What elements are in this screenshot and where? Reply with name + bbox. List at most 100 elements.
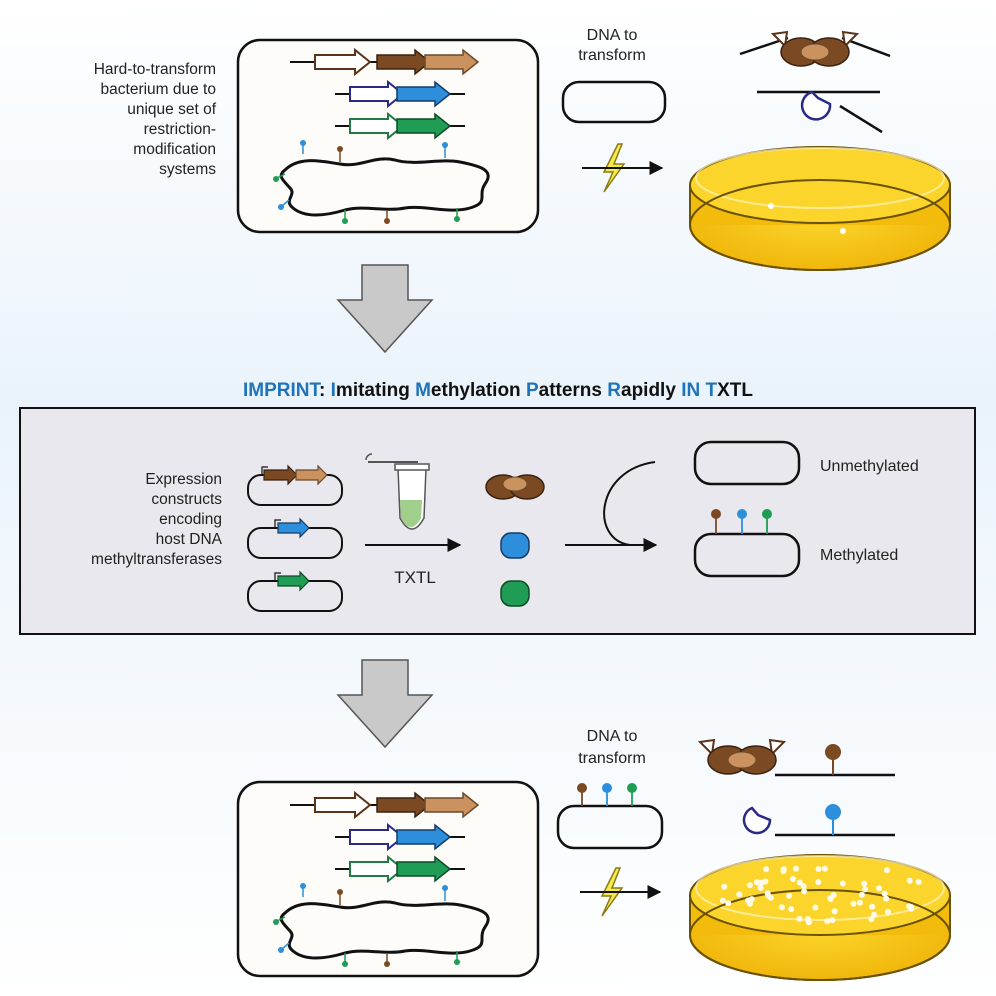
bottom-electroporation (580, 867, 662, 917)
constructs-label-line-1: Expression (145, 471, 222, 488)
bottom-methylated-plasmid (556, 804, 664, 850)
constructs-label-line-4: host DNA (156, 531, 223, 548)
colony (780, 866, 787, 873)
colony (829, 917, 836, 924)
restriction-enzyme-icon (772, 31, 858, 67)
colony (736, 891, 743, 898)
colony (747, 882, 753, 889)
unmethylated-plasmid: Unmethylated (693, 440, 919, 486)
colony (869, 903, 876, 910)
title-part: R (607, 380, 621, 401)
colony (821, 865, 828, 872)
title-part: I (331, 380, 336, 401)
colony (883, 867, 890, 874)
colony (862, 886, 869, 893)
host-label-line-6: systems (159, 161, 216, 178)
colony (796, 915, 803, 922)
methylation-process (565, 461, 658, 552)
green-methyltransferase (500, 580, 530, 607)
bottom-dna-label-line-1: DNA to (587, 728, 638, 745)
colony (868, 916, 875, 923)
colony (725, 900, 732, 907)
colonies (719, 865, 922, 926)
methylated-plasmid: Methylated (693, 509, 898, 578)
constructs-label-line-2: constructs (151, 491, 222, 508)
colony (824, 918, 831, 925)
colony (796, 879, 803, 886)
top-dna-label-line-2: transform (578, 47, 646, 64)
title-part: apidly (621, 380, 681, 401)
colony (883, 895, 890, 902)
title-part: IN T (681, 380, 717, 401)
colony (793, 865, 799, 872)
top-restriction-enzymes (739, 31, 891, 134)
colony (801, 888, 808, 895)
top-dna-to-transform: DNA to transform (561, 27, 667, 124)
colony (871, 911, 878, 918)
colony (861, 880, 868, 887)
txtl-label: TXTL (394, 568, 436, 587)
top-petri-dish (689, 146, 951, 271)
constructs-label-line-5: methyltransferases (91, 551, 222, 568)
pacman-enzyme-icon (800, 90, 832, 121)
colony (850, 900, 857, 907)
top-host-cell (236, 38, 540, 234)
title-part: P (526, 380, 539, 401)
bottom-petri-dish (689, 854, 951, 981)
colony (800, 883, 807, 890)
methylated-label: Methylated (820, 547, 898, 564)
blue-methyltransferase (500, 532, 530, 559)
colony (815, 879, 822, 886)
colony (762, 878, 769, 885)
colony (815, 866, 822, 872)
bottom-dna-label-line-2: transform (578, 750, 646, 767)
bottom-restriction-enzyme-icon (699, 739, 785, 775)
down-arrow-2 (336, 659, 434, 749)
colony (765, 892, 772, 899)
colony (915, 879, 922, 885)
colony (908, 905, 914, 912)
colony (831, 908, 838, 915)
top-host-label: Hard-to-transform bacterium due to uniqu… (94, 61, 217, 178)
colony (830, 892, 837, 899)
colony (881, 890, 888, 897)
host-label-line-5: modification (133, 141, 216, 158)
txtl-tube (365, 453, 430, 530)
host-label-line-4: restriction- (144, 121, 216, 138)
bottom-host-cell (236, 780, 540, 978)
colony (748, 896, 755, 903)
unmethylated-label: Unmethylated (820, 458, 919, 475)
colony (778, 904, 785, 911)
colony (812, 904, 819, 911)
host-label-line-1: Hard-to-transform (94, 61, 216, 78)
title-part: : (319, 380, 331, 401)
title-part: XTL (717, 380, 753, 401)
bottom-blocked-enzymes (699, 739, 895, 837)
colony (719, 897, 726, 904)
expression-constructs (247, 464, 343, 612)
colony (757, 885, 764, 891)
constructs-label-line-3: encoding (159, 511, 222, 528)
imprint-title: IMPRINT: Imitating Methylation Patterns … (243, 380, 753, 401)
colony (885, 908, 891, 915)
host-label-line-2: bacterium due to (101, 81, 216, 98)
title-part: mitating (336, 380, 415, 401)
colony (786, 892, 793, 899)
colony (856, 899, 863, 906)
colony (805, 919, 812, 926)
top-dna-label: DNA to (587, 27, 638, 44)
title-part: ethylation (431, 380, 526, 401)
title-part: atterns (539, 380, 608, 401)
title-part: IMPRINT (243, 380, 322, 401)
bottom-pacman-enzyme-icon (742, 806, 772, 835)
colony (906, 877, 913, 884)
colony (753, 879, 760, 886)
top-electroporation (582, 143, 664, 193)
top-plasmid (561, 80, 667, 124)
colony (876, 885, 883, 892)
colony (839, 880, 846, 887)
title-part: M (415, 380, 431, 401)
txtl-panel (19, 407, 976, 635)
colony (858, 891, 865, 898)
